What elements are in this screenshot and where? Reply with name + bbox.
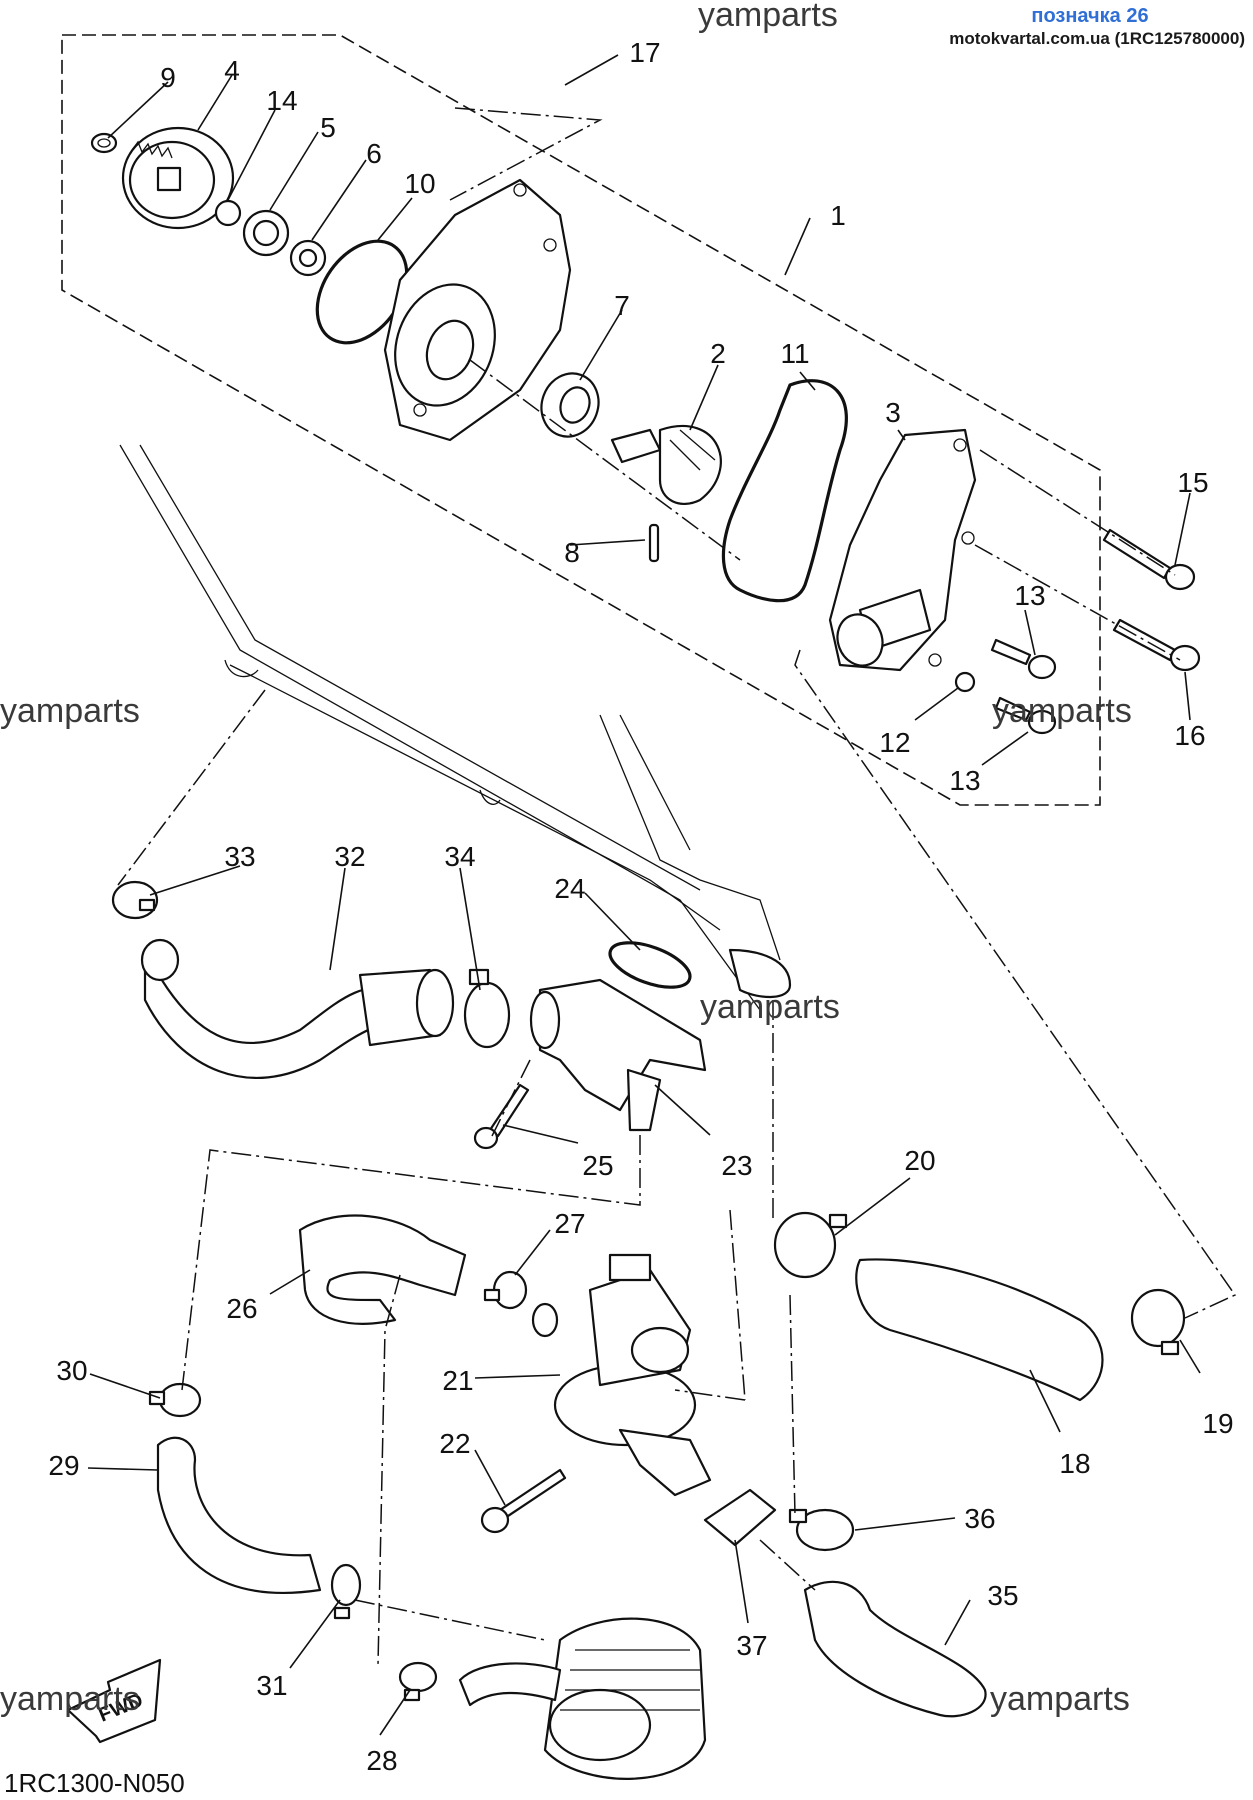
bolt-part-22	[480, 1468, 567, 1534]
callout-30: 30	[56, 1355, 87, 1386]
hose-clamp-part-20	[773, 1211, 848, 1279]
hose-part-29	[156, 1436, 322, 1594]
callout-25: 25	[582, 1150, 613, 1181]
callout-32: 32	[334, 841, 365, 872]
leader-lines	[87, 54, 1201, 1736]
hose-clamp-part-28	[398, 1661, 438, 1702]
callout-12: 12	[879, 727, 910, 758]
callout-37: 37	[736, 1630, 767, 1661]
watermark-right: yamparts	[992, 692, 1132, 730]
callout-20: 20	[904, 1145, 935, 1176]
callout-numbers: 9 4 14 5 6 10 17 1 7 2 11 3 15 13 16 12 …	[48, 37, 1233, 1776]
callout-34: 34	[444, 841, 475, 872]
callout-11: 11	[780, 338, 809, 369]
callout-6: 6	[366, 138, 382, 169]
callout-10: 10	[404, 168, 435, 199]
callout-8: 8	[564, 537, 580, 568]
callout-24: 24	[554, 873, 585, 904]
callout-29: 29	[48, 1450, 79, 1481]
watermark-bottom-left: yamparts	[0, 1680, 140, 1718]
callout-14: 14	[266, 85, 297, 116]
washer-part-14	[214, 199, 242, 227]
clip-part-37	[703, 1488, 777, 1547]
radiator	[119, 444, 792, 1011]
gasket-part-11	[721, 379, 848, 603]
impeller-part-2	[610, 424, 722, 505]
hose-clamp-part-30	[148, 1382, 202, 1418]
badge-label: позначка 26	[1031, 5, 1148, 27]
assembly-boundary	[61, 34, 1101, 806]
pump-housing	[383, 178, 572, 442]
circlip-part-9	[90, 132, 118, 154]
impeller-gear-part-4	[121, 126, 235, 230]
bearing-part-5	[242, 209, 290, 257]
fwd-arrow: FWD	[66, 1658, 162, 1744]
callout-23: 23	[721, 1150, 752, 1181]
callout-33: 33	[224, 841, 255, 872]
bypass-hose-part-26	[298, 1214, 467, 1325]
callout-5: 5	[320, 112, 336, 143]
watermark-top: yamparts	[698, 0, 838, 34]
hose-clamp-part-27	[483, 1270, 528, 1310]
bolt-part-25	[473, 1083, 530, 1150]
watermark-bottom-right: yamparts	[990, 1680, 1130, 1718]
callout-4: 4	[224, 55, 240, 86]
connection-lines	[117, 107, 1237, 1666]
oil-cooler	[458, 1617, 707, 1780]
radiator-hose-part-18	[855, 1258, 1104, 1402]
hose-clamp-part-31	[330, 1563, 362, 1620]
callout-16: 16	[1174, 720, 1205, 751]
callout-13b: 13	[949, 765, 980, 796]
callout-31: 31	[256, 1670, 287, 1701]
mechanical-seal-part-7	[540, 372, 600, 438]
oil-seal-part-6	[289, 239, 327, 277]
hose-clamp-part-33	[111, 880, 159, 920]
watermark-left: yamparts	[0, 692, 140, 730]
bolt-part-13a	[990, 638, 1057, 680]
radiator-hose-part-32	[140, 938, 455, 1080]
watermark-center: yamparts	[700, 988, 840, 1026]
callout-3: 3	[885, 397, 901, 428]
pump-cover-part-3	[828, 428, 977, 672]
source-label: motokvartal.com.ua (1RC125780000)	[949, 29, 1245, 48]
washer-part-12	[954, 671, 976, 693]
bolt-part-15	[1102, 528, 1196, 591]
callout-7: 7	[614, 290, 630, 321]
water-pipe-part-23	[529, 978, 707, 1132]
callout-28: 28	[366, 1745, 397, 1776]
callout-27: 27	[554, 1208, 585, 1239]
hose-part-35	[803, 1580, 987, 1718]
callout-1: 1	[830, 200, 846, 231]
bolt-part-13b	[994, 696, 1057, 735]
callout-36: 36	[964, 1503, 995, 1534]
thermostat-housing-part-21	[531, 1253, 712, 1497]
callout-21: 21	[442, 1365, 473, 1396]
callout-9: 9	[160, 62, 176, 93]
callout-15: 15	[1177, 467, 1208, 498]
pin-part-8	[648, 523, 660, 563]
hose-clamp-part-34	[463, 968, 511, 1049]
o-ring-part-24	[608, 941, 692, 989]
callout-17: 17	[629, 37, 660, 68]
callout-13a: 13	[1014, 580, 1045, 611]
callout-18: 18	[1059, 1448, 1090, 1479]
bolt-part-16	[1112, 618, 1201, 672]
hose-clamp-part-36	[788, 1508, 855, 1552]
callout-26: 26	[226, 1293, 257, 1324]
callout-22: 22	[439, 1428, 470, 1459]
callout-2: 2	[710, 338, 726, 369]
hose-clamp-part-19	[1130, 1288, 1186, 1356]
callout-19: 19	[1202, 1408, 1233, 1439]
callout-35: 35	[987, 1580, 1018, 1611]
diagram-code: 1RC1300-N050	[4, 1768, 185, 1798]
